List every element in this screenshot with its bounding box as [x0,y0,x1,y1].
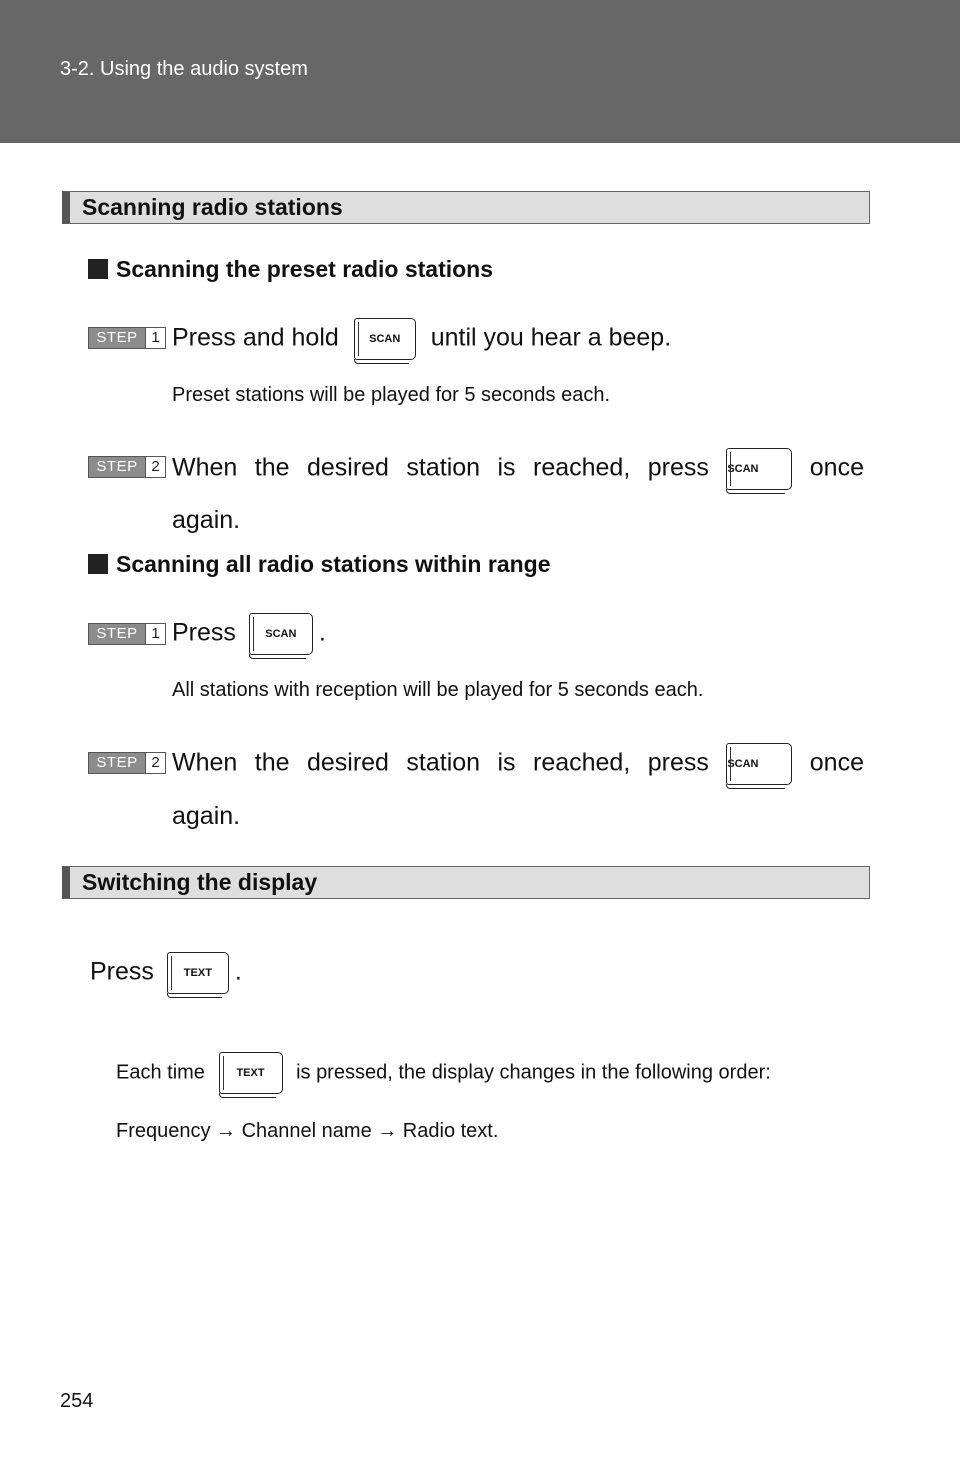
text-key-icon: TEXT [166,952,229,998]
all-step1-text: Press SCAN. [172,613,862,659]
text-key-icon: TEXT [218,1052,283,1098]
display-press-text: Press TEXT. [90,952,790,998]
all-step2-cont: again. [172,802,241,830]
page-header: 3-2. Using the audio system [0,0,960,143]
preset-step1-note: Preset stations will be played for 5 sec… [172,384,611,406]
all-step2-text: When the desired station is reached, pre… [172,743,864,789]
subheading-all: Scanning all radio stations within range [88,549,551,579]
page-number: 254 [60,1390,94,1412]
subheading-preset: Scanning the preset radio stations [88,254,493,284]
preset-step2-cont: again. [172,506,241,534]
scan-key-icon: SCAN [353,318,416,364]
scan-key-icon: SCAN [726,448,793,494]
preset-step2-text: When the desired station is reached, pre… [172,448,864,494]
square-bullet-icon [88,554,108,574]
scan-key-icon: SCAN [248,613,313,659]
preset-step1-text: Press and hold SCAN until you hear a bee… [172,318,862,364]
square-bullet-icon [88,259,108,279]
display-order: Frequency → Channel name → Radio text. [116,1120,499,1142]
chapter-title: 3-2. Using the audio system [60,58,308,80]
section-title-scanning: Scanning radio stations [62,191,870,224]
all-step1-note: All stations with reception will be play… [172,679,704,701]
section-title-display: Switching the display [62,866,870,899]
scan-key-icon: SCAN [726,743,793,789]
display-note: Each time TEXT is pressed, the display c… [116,1052,876,1098]
